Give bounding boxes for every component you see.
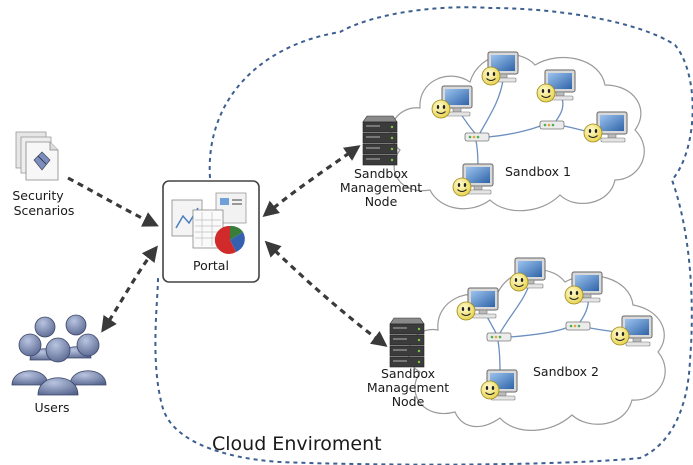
network-switch-icon — [565, 321, 591, 331]
portal-label: Portal — [193, 258, 229, 273]
smiley-icon — [583, 123, 603, 143]
svg-text:Scenarios: Scenarios — [14, 203, 75, 218]
svg-text:Sandbox: Sandbox — [354, 166, 408, 181]
security-scenarios-label: Security Scenarios — [12, 188, 74, 218]
network-switch-icon — [464, 132, 490, 142]
smiley-icon — [564, 285, 584, 305]
svg-text:Node: Node — [392, 394, 425, 409]
portal-charts-icon — [171, 192, 247, 254]
smiley-icon — [431, 99, 451, 119]
smiley-icon — [480, 380, 500, 400]
management-node-2-label: Sandbox Management Node — [367, 366, 449, 409]
smiley-icon — [481, 66, 501, 86]
users-group-icon — [11, 314, 107, 396]
document-stack-icon — [15, 131, 59, 181]
connections — [67, 145, 388, 347]
smiley-icon — [452, 177, 472, 197]
svg-text:Management: Management — [340, 180, 422, 195]
portal-node: Portal — [162, 180, 260, 283]
arrow-portal-node-2 — [264, 240, 388, 347]
smiley-icon — [536, 83, 556, 103]
arrow-portal-node-1 — [262, 145, 361, 218]
arrow-scenarios-to-portal — [67, 176, 159, 227]
svg-text:Sandbox: Sandbox — [381, 366, 435, 381]
smiley-icon — [456, 301, 476, 321]
network-switch-icon — [539, 120, 565, 130]
smiley-icon — [610, 326, 630, 346]
svg-text:Node: Node — [365, 194, 398, 209]
cloud-environment-label: Cloud Enviroment — [212, 433, 382, 455]
sandbox-1-label: Sandbox 1 — [505, 164, 571, 179]
server-rack-icon — [389, 317, 425, 368]
cloud-environment-border — [154, 6, 693, 465]
sandbox-2-label: Sandbox 2 — [533, 364, 599, 379]
svg-text:Security: Security — [12, 188, 64, 203]
users-label: Users — [34, 400, 69, 415]
sandbox-2-cloud — [408, 269, 666, 431]
arrow-users-portal — [101, 245, 158, 333]
svg-text:Management: Management — [367, 380, 449, 395]
network-switch-icon — [486, 332, 512, 342]
smiley-icon — [509, 272, 529, 292]
server-rack-icon — [362, 115, 398, 166]
